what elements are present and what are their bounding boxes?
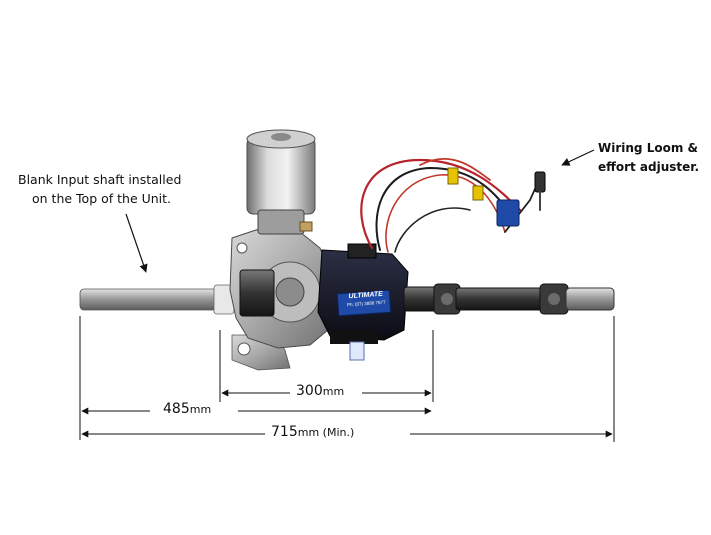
dimension-300-label: 300mm: [293, 383, 348, 399]
dimension-value: 715: [271, 424, 298, 440]
dimension-715-label: 715mm (Min.): [268, 424, 358, 440]
dimension-unit: mm (Min.): [297, 426, 355, 439]
wiring-annotation: Wiring Loom & effort adjuster.: [598, 139, 699, 177]
dimension-value: 300: [296, 383, 323, 399]
dimension-unit: mm: [189, 403, 212, 416]
dimension-value: 485: [163, 401, 190, 417]
input-shaft-pointer: [125, 213, 148, 273]
dimension-485: [79, 316, 432, 440]
dimension-unit: mm: [322, 385, 345, 398]
input-shaft-annotation: Blank Input shaft installed on the Top o…: [18, 170, 181, 208]
wiring-pointer: [561, 149, 595, 166]
input-shaft: [79, 284, 235, 315]
annotation-line: Blank Input shaft installed: [18, 172, 182, 187]
wiring-loom: [360, 157, 546, 253]
dimension-715: [81, 316, 615, 442]
dimension-485-label: 485mm: [160, 401, 215, 417]
annotation-line: on the Top of the Unit.: [32, 191, 172, 206]
output-shaft-assembly: [403, 283, 615, 315]
ecu-control-box: [317, 243, 409, 361]
annotation-line: effort adjuster.: [598, 160, 700, 174]
annotation-line: Wiring Loom &: [598, 141, 698, 155]
gearbox-housing: [229, 227, 335, 349]
electric-motor: [246, 129, 316, 235]
dimension-300: [219, 330, 434, 402]
